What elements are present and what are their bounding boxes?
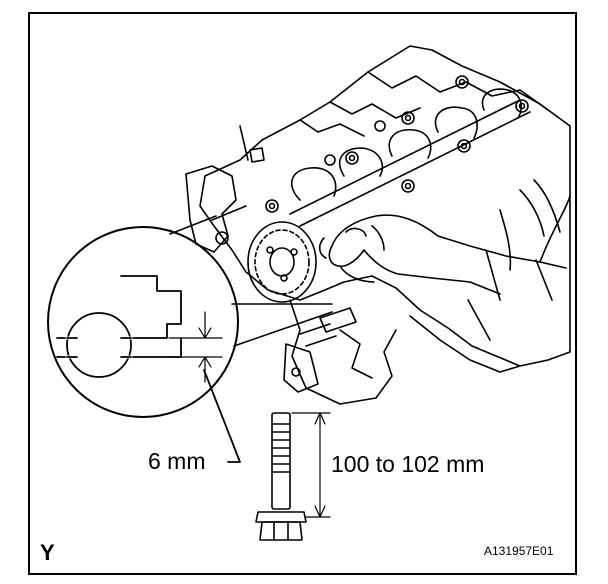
detail-pointer-lower [233,311,333,347]
head-bolt-bosses [265,75,529,213]
dimension-leader [203,369,241,463]
dimension-label-bolt-length: 100 to 102 mm [331,451,485,477]
view-letter: Y [40,540,55,565]
dimension-label-6mm: 6 mm [148,448,206,474]
magnified-detail-circle [47,226,239,418]
bolt-length-dimension [291,412,331,518]
camshaft [289,88,531,227]
hand-icon [318,195,571,295]
figure-id: A131957E01 [484,544,554,558]
bolt-icon [255,412,307,541]
engine-block-illustration [169,45,571,405]
cam-sprocket [247,221,317,303]
